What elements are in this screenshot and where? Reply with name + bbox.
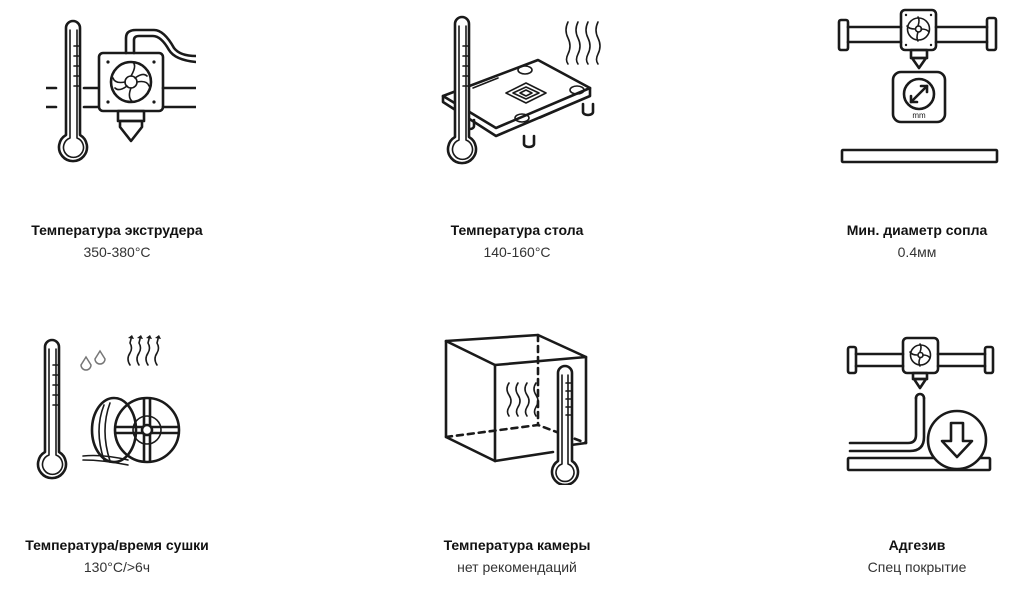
spec-value: 140-160°C xyxy=(483,244,551,260)
spec-value: нет рекомендаций xyxy=(457,559,577,575)
spec-title: Мин. диаметр сопла xyxy=(846,222,988,238)
filament-drying-icon xyxy=(34,325,204,485)
spec-value: Спец покрытие xyxy=(867,559,967,575)
spec-value: 350-380°C xyxy=(83,244,151,260)
spec-card-extruder-temp: Температура экструдера 350-380°C xyxy=(0,0,247,270)
spec-title: Адгезив xyxy=(888,537,946,553)
mm-label: mm xyxy=(912,111,926,120)
spec-card-nozzle-diameter: mm Мин. диаметр сопла 0.4мм xyxy=(787,0,1024,270)
spec-card-chamber-temp: Температура камеры нет рекомендаций xyxy=(387,315,647,585)
spec-card-bed-temp: Температура стола 140-160°C xyxy=(387,0,647,270)
nozzle-diameter-icon: mm xyxy=(837,8,1002,168)
spec-value: 0.4мм xyxy=(897,244,937,260)
spec-card-adhesive: Адгезив Спец покрытие xyxy=(787,315,1024,585)
bed-adhesion-icon xyxy=(845,325,995,485)
extruder-thermometer-icon xyxy=(46,8,196,168)
heated-chamber-icon xyxy=(443,325,603,485)
spec-title: Температура экструдера xyxy=(31,222,203,238)
spec-title: Температура стола xyxy=(450,222,584,238)
spec-card-drying: Температура/время сушки 130°C/>6ч xyxy=(0,315,247,585)
heated-bed-thermometer-icon xyxy=(438,8,608,168)
spec-value: 130°C/>6ч xyxy=(83,559,151,575)
spec-title: Температура/время сушки xyxy=(25,537,209,553)
spec-title: Температура камеры xyxy=(443,537,591,553)
